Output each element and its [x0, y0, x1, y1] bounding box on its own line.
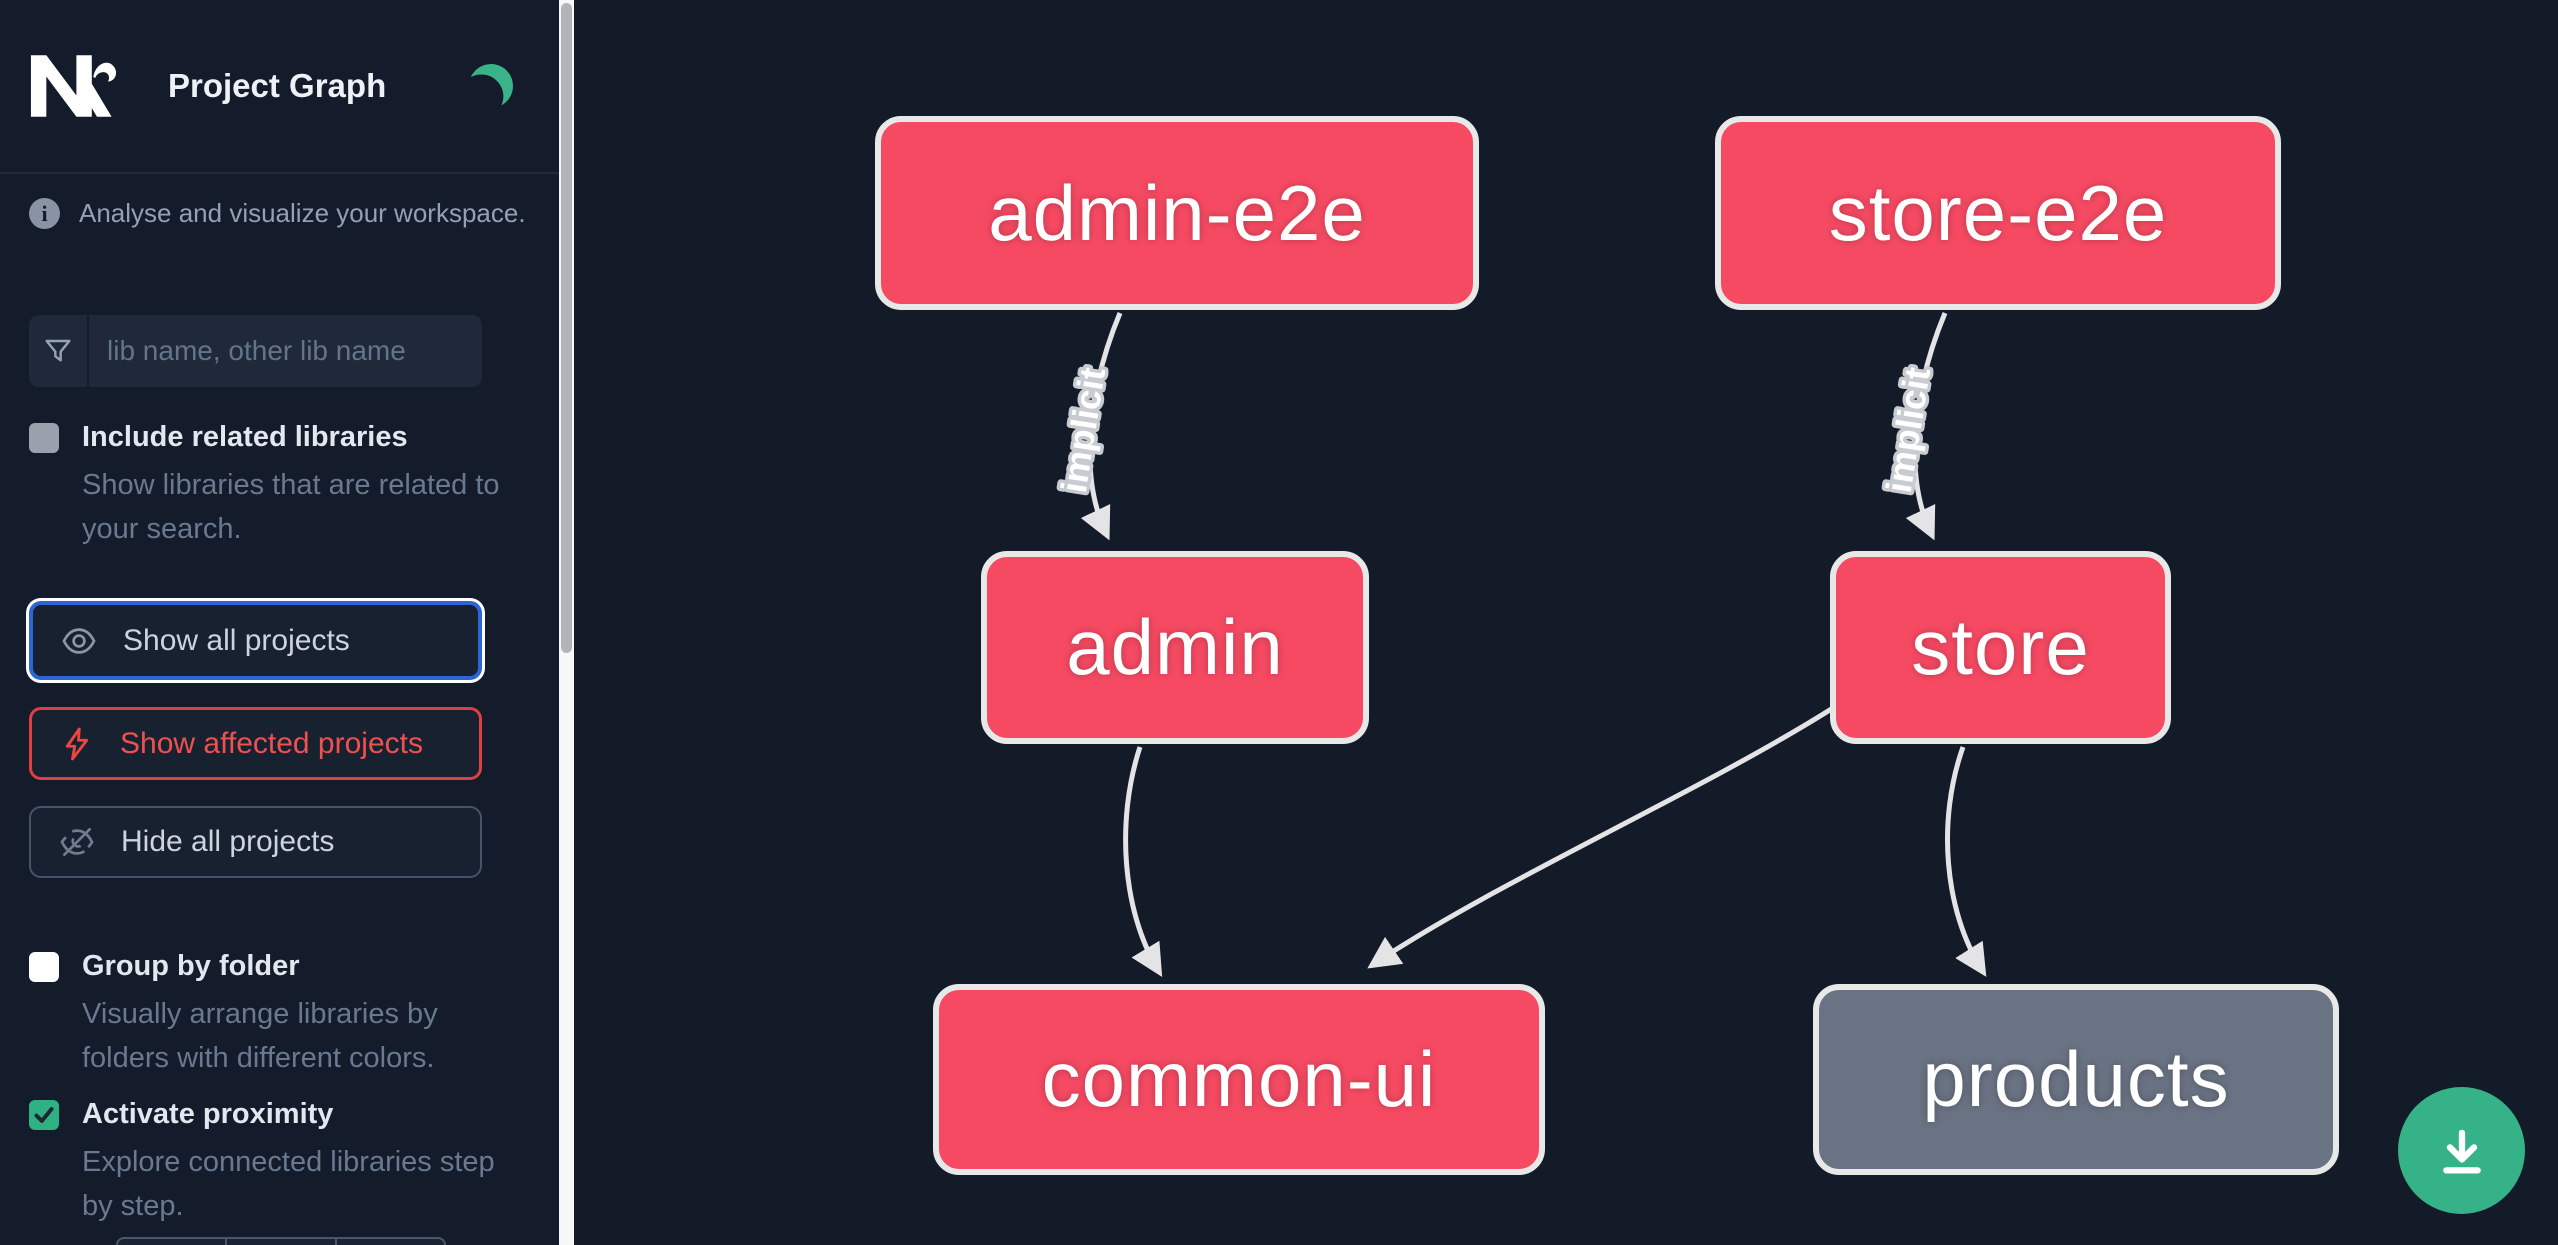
eye-icon [60, 622, 98, 660]
graph-node-admin-e2e[interactable]: admin-e2e [875, 116, 1479, 310]
info-text: Analyse and visualize your workspace. [79, 198, 526, 228]
download-icon [2433, 1122, 2491, 1180]
show-affected-projects-label: Show affected projects [120, 726, 423, 760]
sidebar-scrollbar-track[interactable] [559, 0, 574, 1245]
edge-store-e2e-to-store [1905, 312, 1948, 541]
activate-proximity-label[interactable]: Activate proximity [82, 1098, 334, 1130]
workspace-info: i Analyse and visualize your workspace. [29, 198, 526, 229]
nx-logo-icon [28, 55, 116, 117]
graph-node-store[interactable]: store [1830, 551, 2171, 744]
sidebar: Project Graph i Analyse and visualize yo… [0, 0, 559, 1245]
sidebar-header: Project Graph [0, 0, 559, 174]
download-graph-button[interactable] [2398, 1087, 2525, 1214]
include-related-description: Show libraries that are related to your … [82, 469, 500, 545]
group-by-folder-option: Group by folder Visually arrange librari… [29, 950, 532, 1080]
graph-node-store-e2e[interactable]: store-e2e [1715, 116, 2281, 310]
eye-off-icon [58, 823, 96, 861]
info-icon: i [29, 198, 60, 229]
activate-proximity-checkbox[interactable] [29, 1100, 59, 1130]
graph-node-products[interactable]: products [1813, 984, 2339, 1175]
show-all-projects-label: Show all projects [123, 623, 350, 657]
group-by-folder-description: Visually arrange libraries by folders wi… [82, 998, 438, 1074]
graph-node-admin[interactable]: admin [981, 551, 1369, 744]
group-by-folder-label[interactable]: Group by folder [82, 950, 300, 982]
page-title: Project Graph [168, 67, 387, 104]
search-input[interactable] [89, 315, 486, 387]
search-bar [29, 315, 486, 387]
activate-proximity-option: Activate proximity Explore connected lib… [29, 1098, 532, 1228]
hide-all-projects-label: Hide all projects [121, 825, 335, 858]
proximity-depth-segmented-control[interactable] [116, 1237, 446, 1245]
graph-node-common-ui[interactable]: common-ui [933, 984, 1545, 1175]
include-related-option: Include related libraries Show libraries… [29, 421, 532, 551]
include-related-checkbox[interactable] [29, 423, 59, 453]
checkmark-icon [31, 1102, 57, 1128]
sidebar-scrollbar-thumb[interactable] [561, 3, 572, 653]
show-affected-projects-button[interactable]: Show affected projects [29, 707, 482, 780]
edge-store-to-common-ui [1367, 705, 1835, 969]
edge-label-implicit-admin: implicit [1053, 365, 1113, 496]
hide-all-projects-button[interactable]: Hide all projects [29, 806, 482, 878]
filter-icon [29, 315, 89, 387]
edge-store-to-products [1945, 746, 1987, 977]
theme-toggle-moon-icon[interactable] [466, 61, 516, 111]
activate-proximity-description: Explore connected libraries step by step… [82, 1146, 495, 1222]
edge-label-implicit-store: implicit [1878, 365, 1938, 496]
include-related-label[interactable]: Include related libraries [82, 421, 408, 453]
group-by-folder-checkbox[interactable] [29, 952, 59, 982]
edge-admin-e2e-to-admin [1080, 312, 1123, 541]
edge-admin-to-common-ui [1123, 746, 1163, 977]
bolt-icon [59, 726, 95, 762]
show-all-projects-button[interactable]: Show all projects [29, 601, 482, 680]
